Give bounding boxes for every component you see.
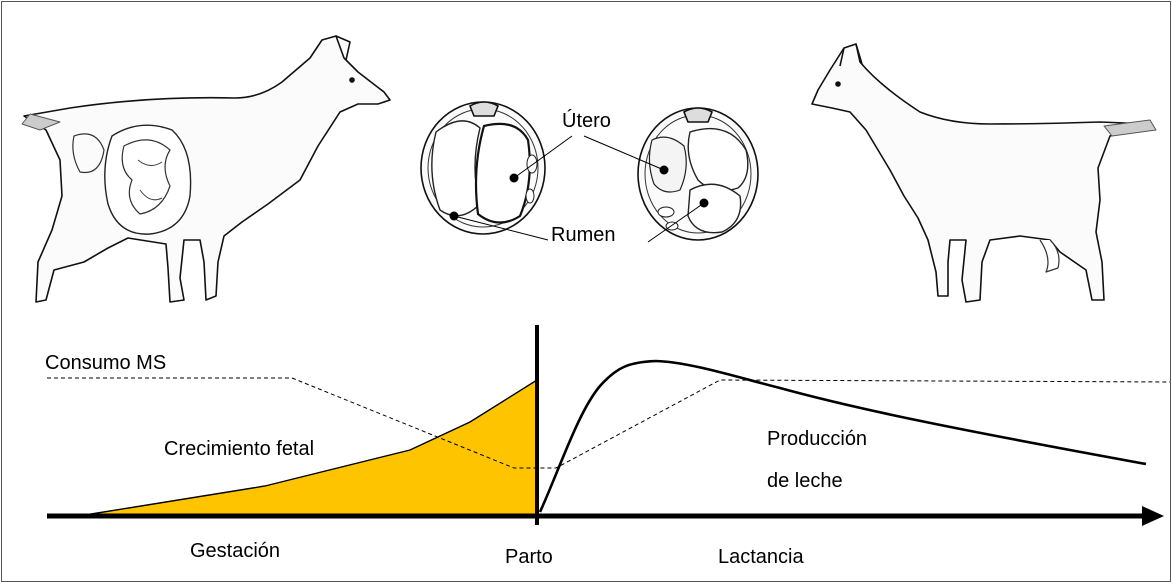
abdomen-cross-section-gestation-icon — [421, 102, 545, 234]
time-axis-arrowhead — [1142, 506, 1164, 526]
label-produccion-line2: de leche — [767, 470, 843, 493]
goat-pregnant-icon — [22, 36, 390, 302]
label-rumen: Rumen — [551, 224, 615, 247]
label-parto: Parto — [505, 546, 553, 569]
label-utero: Útero — [562, 110, 611, 133]
label-produccion-line1: Producción — [767, 428, 867, 451]
abdomen-cross-section-lactation-icon — [638, 108, 758, 240]
label-crecimiento-fetal: Crecimiento fetal — [164, 438, 314, 461]
label-consumo-ms: Consumo MS — [45, 352, 166, 375]
label-gestacion: Gestación — [190, 540, 280, 563]
goat-lactating-icon — [812, 44, 1156, 302]
label-lactancia: Lactancia — [718, 546, 804, 569]
